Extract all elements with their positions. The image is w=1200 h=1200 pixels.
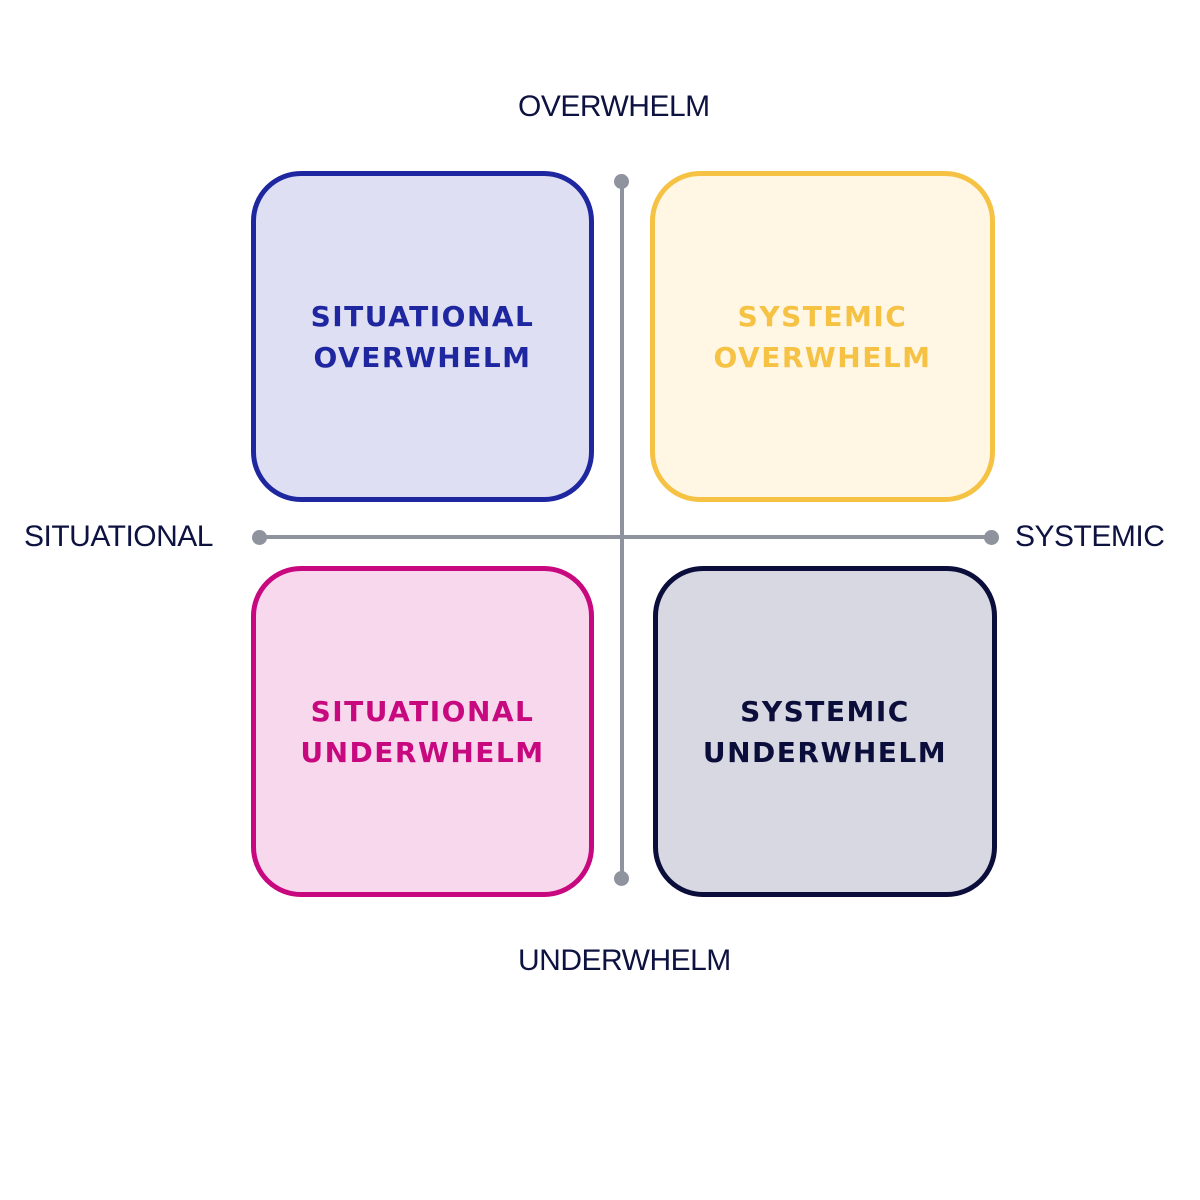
quadrant-systemic-overwhelm: SYSTEMIC OVERWHELM [650,171,995,502]
quadrant-title-line2: UNDERWHELM [300,735,545,769]
quadrant-title-line2: OVERWHELM [313,340,532,374]
quadrant-title-line1: SITUATIONAL [310,299,535,333]
axis-endpoint-bottom [614,871,629,886]
axis-label-bottom: UNDERWHELM [518,944,731,977]
quadrant-title-line1: SYSTEMIC [737,299,908,333]
quadrant-title-line1: SITUATIONAL [310,694,535,728]
axis-endpoint-left [252,530,267,545]
vertical-axis-line [620,181,624,879]
quadrant-title-line1: SYSTEMIC [740,694,910,728]
axis-endpoint-top [614,174,629,189]
horizontal-axis-line [259,535,991,539]
quadrant-systemic-underwhelm: SYSTEMIC UNDERWHELM [653,566,997,897]
quadrant-situational-underwhelm: SITUATIONAL UNDERWHELM [251,566,594,897]
axis-endpoint-right [984,530,999,545]
quadrant-title-line2: UNDERWHELM [702,735,948,769]
axis-label-left: SITUATIONAL [24,520,213,553]
axis-label-right: SYSTEMIC [1015,520,1165,553]
quadrant-title-line2: OVERWHELM [713,340,932,374]
quadrant-situational-overwhelm: SITUATIONAL OVERWHELM [251,171,594,502]
axis-label-top: OVERWHELM [518,90,710,123]
